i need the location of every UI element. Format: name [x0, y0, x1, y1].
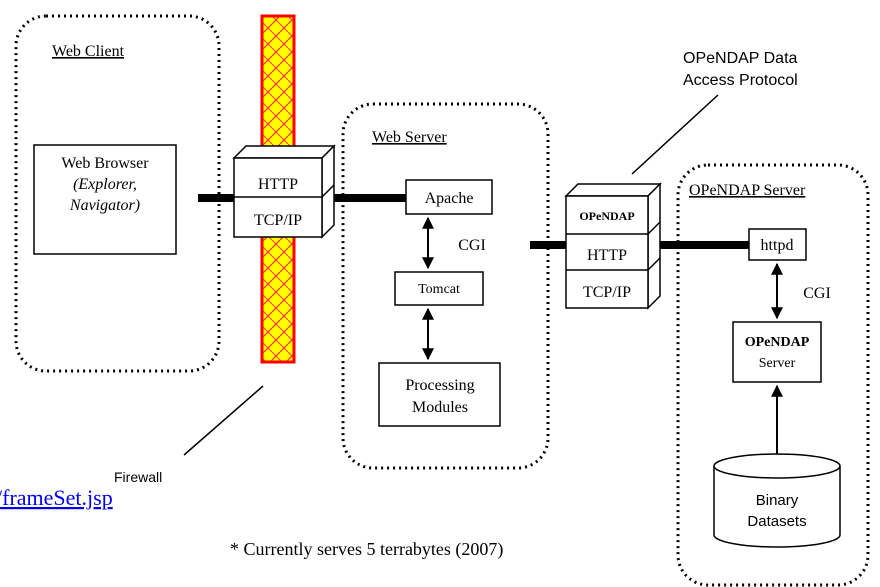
binary-datasets-cylinder: [713, 453, 841, 548]
web-browser-title: Web Browser: [61, 155, 149, 172]
opendap-server-region: [676, 163, 870, 587]
apache-box: [405, 179, 493, 215]
apache-label: Apache: [425, 190, 474, 207]
frameset-link[interactable]: /frameSet.jsp: [0, 485, 113, 510]
opendap-stack-opendap: OPeNDAP: [579, 209, 634, 223]
web-client-region: [14, 14, 221, 373]
web-browser-sub2: Navigator): [69, 197, 140, 214]
opendap-server-label-2: Server: [759, 356, 796, 371]
opendap-protocol-stack: [564, 182, 662, 310]
datasets-label-1: Binary: [756, 492, 799, 509]
processing-modules-box: [378, 362, 501, 427]
httpd-box: [748, 228, 807, 261]
opendap-server-box: [732, 321, 822, 383]
web-server-region: [341, 102, 550, 470]
processing-label-2: Modules: [412, 399, 468, 416]
web-server-title: Web Server: [372, 129, 447, 146]
firewall-pointer: [183, 385, 264, 456]
protocol-label-2: Access Protocol: [683, 72, 798, 89]
opendap-stack-http: HTTP: [587, 247, 627, 264]
web-browser-sub1: (Explorer,: [73, 176, 137, 193]
opendap-stack-tcpip: TCP/IP: [583, 284, 631, 301]
processing-label-1: Processing: [405, 377, 474, 394]
opendap-server-cgi-label: CGI: [803, 285, 831, 302]
httpd-label: httpd: [761, 237, 794, 254]
footnote: * Currently serves 5 terrabytes (2007): [230, 539, 503, 560]
firewall-label: Firewall: [114, 469, 162, 485]
tomcat-label: Tomcat: [418, 282, 460, 297]
opendap-server-label-1: OPeNDAP: [745, 335, 810, 350]
web-client-title: Web Client: [52, 43, 125, 60]
web-browser-box: [33, 144, 177, 255]
opendap-server-title: OPeNDAP Server: [689, 182, 806, 199]
client-stack-http: HTTP: [258, 176, 298, 193]
protocol-pointer: [631, 94, 719, 175]
client-stack-tcpip: TCP/IP: [254, 212, 302, 229]
tomcat-box: [394, 271, 484, 306]
datasets-label-2: Datasets: [747, 513, 806, 530]
protocol-label-1: OPeNDAP Data: [683, 50, 798, 67]
client-protocol-stack: [232, 144, 336, 239]
web-server-cgi-label: CGI: [458, 237, 486, 254]
